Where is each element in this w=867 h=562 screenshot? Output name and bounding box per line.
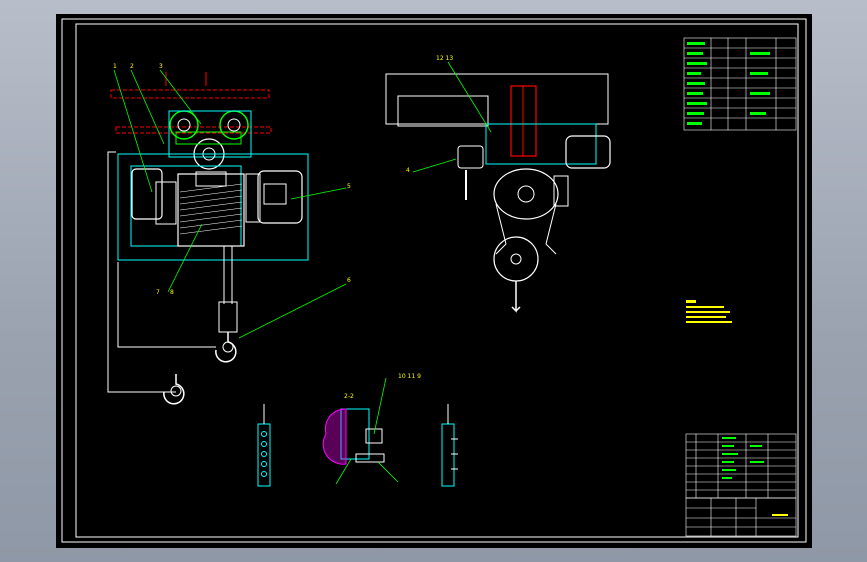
trolley-wheel-right [219, 110, 249, 140]
rope-drum [177, 173, 245, 247]
cad-drawing-canvas: 1 2 3 5 6 7 8 12 13 4 [56, 14, 812, 548]
pendant-right [441, 404, 458, 487]
inner-frame [75, 23, 799, 538]
callout-7: 7 [156, 289, 160, 296]
title-block [685, 497, 797, 537]
front-view: 1 2 3 5 6 7 8 [107, 63, 351, 405]
technical-notes [686, 300, 732, 323]
hoist-motor [257, 170, 303, 224]
table-marks [687, 42, 770, 125]
rail-beam-lower [115, 126, 272, 134]
callout-5: 5 [347, 183, 351, 190]
section-2-2: 2-2 10 11 9 [322, 373, 421, 485]
callout-10-11-9: 10 11 9 [398, 373, 421, 380]
callout-1: 1 [113, 63, 117, 70]
travel-motor [565, 135, 611, 169]
section-label: 2-2 [344, 393, 354, 400]
outer-frame [61, 18, 807, 543]
callout-2: 2 [130, 63, 134, 70]
hook-block [218, 301, 238, 333]
hook-lowered [163, 374, 185, 405]
rail-beam [110, 89, 270, 99]
electric-hoist-assembly-drawing: 1 2 3 5 6 7 8 12 13 4 [61, 18, 807, 543]
pendant-left [257, 404, 271, 487]
hoist-body [117, 153, 309, 261]
side-view: 12 13 4 [385, 55, 611, 313]
callout-8: 8 [170, 289, 174, 296]
parts-list-marks [722, 437, 788, 516]
side-drum [493, 168, 559, 220]
callout-6: 6 [347, 277, 351, 284]
callout-12-13: 12 13 [436, 55, 453, 62]
side-hook-block [493, 236, 539, 282]
trolley-wheel-left [169, 110, 199, 140]
callout-3: 3 [159, 63, 163, 70]
side-rail [385, 73, 609, 125]
technical-parameter-table [683, 37, 797, 131]
callout-4: 4 [406, 167, 410, 174]
brake-end-cap [131, 168, 163, 220]
parts-list [685, 433, 797, 499]
